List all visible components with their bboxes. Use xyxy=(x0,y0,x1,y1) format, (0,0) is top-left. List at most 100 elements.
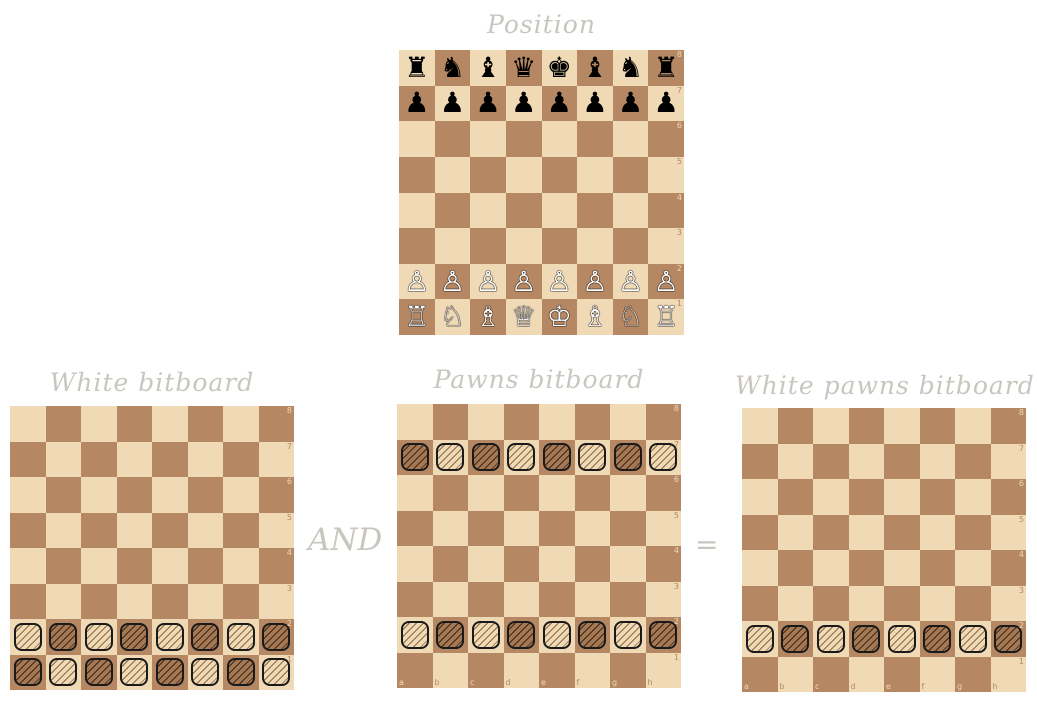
set-bit-marker xyxy=(923,624,952,653)
square-b5 xyxy=(434,156,471,193)
square-a2 xyxy=(10,619,46,655)
square-d3 xyxy=(503,581,539,617)
square-c7: ♟ xyxy=(470,85,506,122)
square-h2: ♙2 xyxy=(648,263,684,300)
square-e4 xyxy=(541,192,578,229)
chess-piece-icon: ♔ xyxy=(546,300,572,334)
position-title: Position xyxy=(487,10,596,39)
rank-label: 5 xyxy=(1018,514,1024,524)
square-b8 xyxy=(45,406,81,442)
square-a7 xyxy=(397,439,433,475)
square-c3 xyxy=(813,585,849,621)
square-f2: ♙ xyxy=(577,263,613,300)
square-a3 xyxy=(397,581,433,617)
white-bitboard-title: White bitboard xyxy=(49,368,255,397)
square-g8 xyxy=(955,408,991,444)
square-c2: ♙ xyxy=(470,263,506,300)
square-e1: e xyxy=(539,652,575,688)
square-h3: 3 xyxy=(645,581,681,617)
square-h7: 7 xyxy=(258,441,294,477)
set-bit-marker xyxy=(578,620,607,649)
square-b1: b xyxy=(777,656,813,692)
square-c1 xyxy=(81,654,117,690)
set-bit-marker xyxy=(958,624,987,653)
set-bit-marker xyxy=(400,443,429,472)
square-d2 xyxy=(848,621,884,657)
set-bit-marker xyxy=(120,622,149,651)
set-bit-marker xyxy=(226,658,255,687)
square-b8 xyxy=(432,404,468,440)
file-label: g xyxy=(957,682,963,691)
square-h3: 3 xyxy=(990,585,1026,621)
square-f5 xyxy=(919,514,955,550)
square-c8: ♝ xyxy=(470,50,506,86)
square-d8 xyxy=(116,406,152,442)
square-e3 xyxy=(884,585,920,621)
square-d1: ♕ xyxy=(505,299,542,335)
rank-label: 1 xyxy=(286,654,292,664)
equals-operator: = xyxy=(695,528,719,561)
square-a2 xyxy=(397,617,433,653)
set-bit-marker xyxy=(49,658,78,687)
chess-piece-icon: ♙ xyxy=(618,264,644,298)
square-g4 xyxy=(955,550,991,586)
square-f1: ♗ xyxy=(577,299,613,335)
square-b6 xyxy=(434,121,471,157)
square-h4: 4 xyxy=(990,550,1026,586)
rank-label: 2 xyxy=(286,619,292,628)
square-e1 xyxy=(152,654,188,690)
square-g3 xyxy=(610,581,646,617)
square-d7 xyxy=(503,439,539,475)
square-c7 xyxy=(81,441,117,477)
square-e3 xyxy=(539,581,575,617)
square-c8 xyxy=(468,404,504,440)
rank-label: 1 xyxy=(676,299,682,309)
square-g1: ♘ xyxy=(612,299,649,335)
set-bit-marker xyxy=(542,443,571,472)
file-label: d xyxy=(850,682,856,691)
set-bit-marker xyxy=(887,624,916,653)
square-a4 xyxy=(742,550,778,586)
square-h5: 5 xyxy=(645,510,681,546)
set-bit-marker xyxy=(191,622,220,651)
square-a3 xyxy=(742,585,778,621)
square-h2: 2 xyxy=(990,621,1026,657)
square-b3 xyxy=(45,583,81,619)
square-b2: ♙ xyxy=(434,263,471,300)
file-label: f xyxy=(921,682,925,691)
square-a7: ♟ xyxy=(399,85,435,122)
file-label: e xyxy=(886,682,891,691)
square-g2 xyxy=(955,621,991,657)
set-bit-marker xyxy=(13,658,42,687)
square-d6 xyxy=(503,475,539,511)
set-bit-marker xyxy=(507,620,536,649)
square-c4 xyxy=(813,550,849,586)
square-a2: ♙ xyxy=(399,263,435,300)
square-f4 xyxy=(919,550,955,586)
square-b1: ♘ xyxy=(434,299,471,335)
square-a5 xyxy=(10,512,46,548)
rank-label: 4 xyxy=(673,546,679,555)
square-g3 xyxy=(223,583,259,619)
rank-label: 3 xyxy=(676,228,682,238)
set-bit-marker xyxy=(226,622,255,651)
square-g3 xyxy=(612,228,649,264)
set-bit-marker xyxy=(781,624,810,653)
square-c6 xyxy=(468,475,504,511)
set-bit-marker xyxy=(13,622,42,651)
chess-piece-icon: ♖ xyxy=(653,300,679,334)
square-c5 xyxy=(470,156,506,193)
rank-label: 6 xyxy=(1018,479,1024,488)
set-bit-marker xyxy=(578,443,607,472)
square-b8: ♞ xyxy=(434,50,471,86)
set-bit-marker xyxy=(191,658,220,687)
square-c8 xyxy=(813,408,849,444)
chess-piece-icon: ♟ xyxy=(582,86,608,120)
square-f7: ♟ xyxy=(577,85,613,122)
square-e1: e xyxy=(884,656,920,692)
square-b4 xyxy=(432,546,468,582)
square-g7 xyxy=(955,443,991,479)
square-c1: c xyxy=(468,652,504,688)
